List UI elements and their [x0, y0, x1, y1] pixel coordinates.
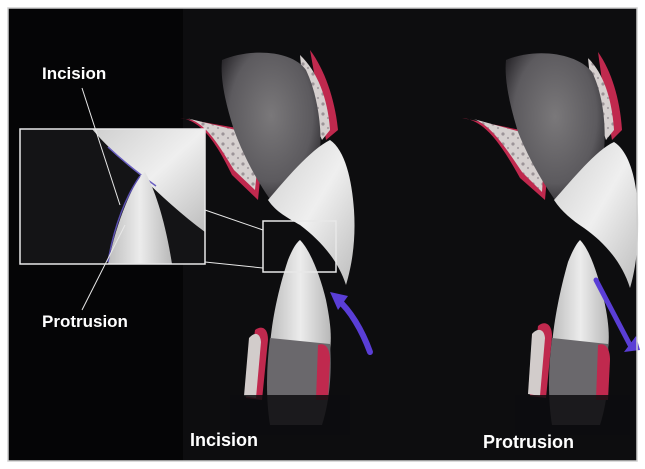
inset-label-protrusion: Protrusion [42, 313, 128, 330]
lower-fade [230, 395, 350, 435]
inset-label-incision: Incision [42, 65, 106, 82]
lower-fade [515, 395, 630, 435]
panel-label-incision: Incision [190, 431, 258, 449]
lower-gingiva-right [596, 344, 610, 400]
lower-gingiva-right [316, 344, 330, 400]
panel-label-protrusion: Protrusion [483, 433, 574, 451]
